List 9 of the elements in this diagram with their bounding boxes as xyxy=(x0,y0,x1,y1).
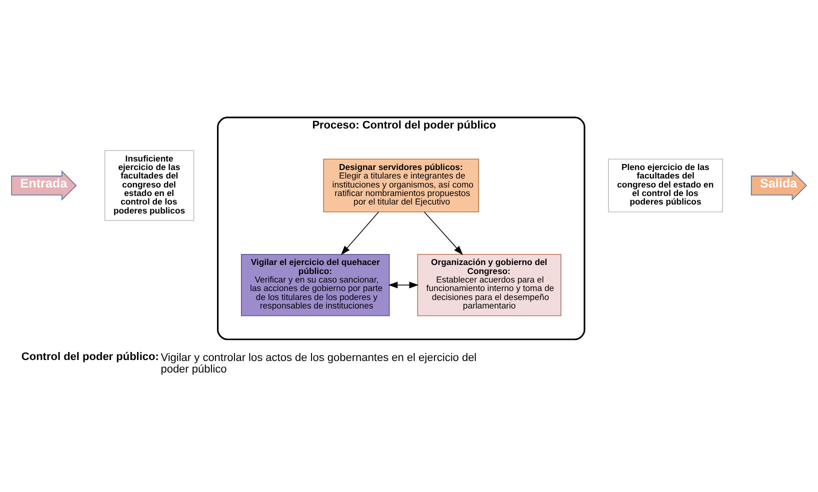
arrow xyxy=(340,211,379,255)
node-box: Insuficiente ejercicio de las facultades del congreso del estado en el control de los poderes publicos xyxy=(104,150,194,220)
arrow xyxy=(424,211,463,255)
arrow xyxy=(388,281,419,288)
node-box: Designar servidores públicos: Elegir a titulares e integrantes de instituciones y organismos, así como ratificar nombramientos propuestos por el titular del Ejecutivo xyxy=(323,158,480,212)
node-box: Vigilar el ejercicio del quehacer público: Verificar y en su caso sancionar, las acciones de gobierno por parte de los titulares de los poderes y responsables de instituciones xyxy=(241,253,390,316)
node-box: Pleno ejercicio de las facultades del congreso del estado en el control de los poderes públicos xyxy=(608,158,723,212)
node-box: Organización y gobierno del Congreso: Establecer acuerdos para el funcionamiento interno y toma de decisiones para el desempeño parlamentario xyxy=(417,253,562,316)
caption: Control del poder público: Vigilar y controlar los actos de los gobernantes en el ejercicio del poder público xyxy=(21,350,477,376)
